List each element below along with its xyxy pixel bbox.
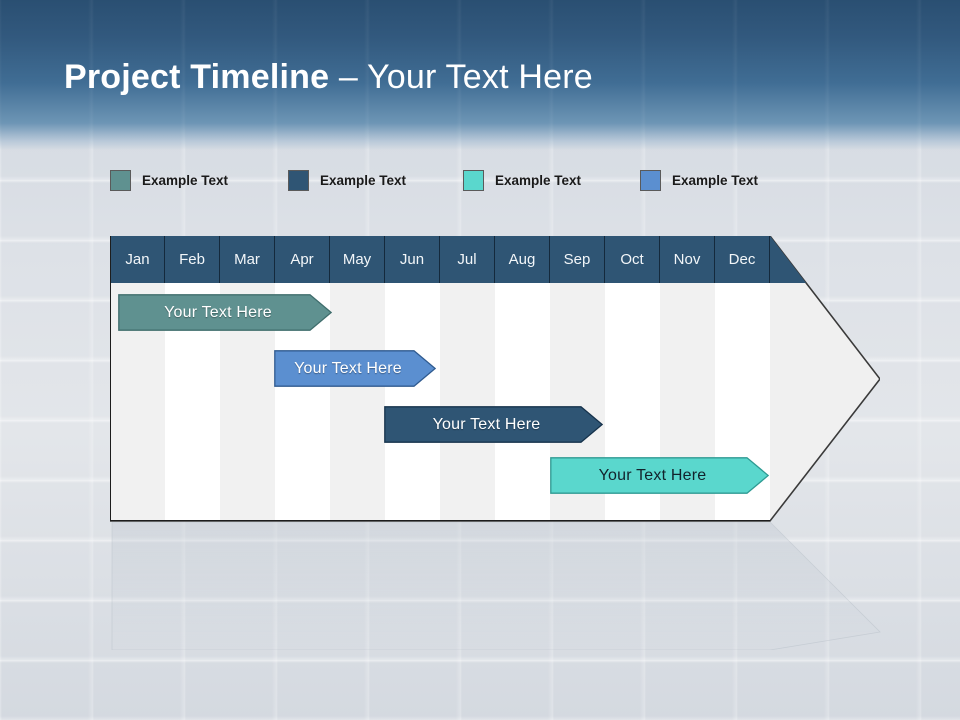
month-header-dec[interactable]: Dec bbox=[715, 236, 770, 283]
month-header-may[interactable]: May bbox=[330, 236, 385, 283]
task-bar-shape-1 bbox=[118, 294, 332, 331]
page-title: Project Timeline – Your Text Here bbox=[64, 57, 593, 97]
month-column-mar: Mar bbox=[220, 236, 275, 521]
month-column-jul: Jul bbox=[440, 236, 495, 521]
month-header-jun[interactable]: Jun bbox=[385, 236, 440, 283]
task-bar-label-1: Your Text Here bbox=[164, 303, 272, 321]
task-bar-label-2: Your Text Here bbox=[294, 359, 402, 377]
month-header-oct[interactable]: Oct bbox=[605, 236, 660, 283]
legend-item-4: Example Text bbox=[640, 168, 758, 192]
month-header-jul[interactable]: Jul bbox=[440, 236, 495, 283]
month-column-may: May bbox=[330, 236, 385, 521]
task-bar-polygon-4 bbox=[550, 457, 769, 494]
month-header-feb[interactable]: Feb bbox=[165, 236, 220, 283]
task-bar-polygon-2 bbox=[274, 350, 436, 387]
month-header-mar[interactable]: Mar bbox=[220, 236, 275, 283]
legend-swatch-icon-2 bbox=[288, 169, 309, 191]
legend-item-2: Example Text bbox=[288, 168, 406, 192]
task-bar-1[interactable]: Your Text Here bbox=[118, 294, 332, 331]
month-header-jan[interactable]: Jan bbox=[110, 236, 165, 283]
task-bar-shape-3 bbox=[384, 406, 603, 443]
legend-swatch-icon-4 bbox=[640, 169, 661, 191]
month-header-aug[interactable]: Aug bbox=[495, 236, 550, 283]
legend-label-2: Example Text bbox=[320, 172, 407, 188]
task-bar-label-3: Your Text Here bbox=[432, 415, 541, 433]
title-separator: – bbox=[329, 58, 368, 96]
month-header-nov[interactable]: Nov bbox=[660, 236, 715, 283]
task-bar-2[interactable]: Your Text Here bbox=[274, 350, 436, 387]
legend-label-1: Example Text bbox=[142, 172, 229, 188]
legend-swatch-icon-1 bbox=[110, 169, 131, 191]
task-bar-3[interactable]: Your Text Here bbox=[384, 406, 603, 443]
month-column-body-aug bbox=[495, 283, 550, 521]
arrow-reflection bbox=[111, 522, 881, 650]
reflection-shape bbox=[111, 522, 881, 650]
title-bold-part: Project Timeline bbox=[64, 58, 330, 96]
arrow-head-cap-fill bbox=[770, 236, 806, 283]
legend-label-3: Example Text bbox=[495, 172, 582, 188]
legend-item-3: Example Text bbox=[463, 168, 581, 192]
month-column-body-jun bbox=[385, 283, 440, 521]
arrow-head-cap bbox=[770, 236, 806, 283]
month-header-apr[interactable]: Apr bbox=[275, 236, 330, 283]
month-column-body-jul bbox=[440, 283, 495, 521]
month-column-aug: Aug bbox=[495, 236, 550, 521]
month-column-jun: Jun bbox=[385, 236, 440, 521]
task-bar-shape-4 bbox=[550, 457, 769, 494]
title-band bbox=[0, 0, 960, 150]
task-bar-shape-2 bbox=[274, 350, 436, 387]
task-bar-polygon-1 bbox=[118, 294, 332, 331]
legend-item-1: Example Text bbox=[110, 168, 228, 192]
legend: Example Text Example Text Example Text Exam… bbox=[110, 168, 830, 198]
legend-label-4: Example Text bbox=[672, 172, 759, 188]
legend-swatch-icon-3 bbox=[463, 169, 484, 191]
task-bar-label-4: Your Text Here bbox=[598, 466, 707, 484]
month-header-sep[interactable]: Sep bbox=[550, 236, 605, 283]
month-column-body-may bbox=[330, 283, 385, 521]
month-column-jan: Jan bbox=[110, 236, 165, 521]
task-bar-4[interactable]: Your Text Here bbox=[550, 457, 769, 494]
title-light-part: Your Text Here bbox=[367, 58, 593, 96]
month-column-feb: Feb bbox=[165, 236, 220, 521]
task-bar-polygon-3 bbox=[384, 406, 603, 443]
